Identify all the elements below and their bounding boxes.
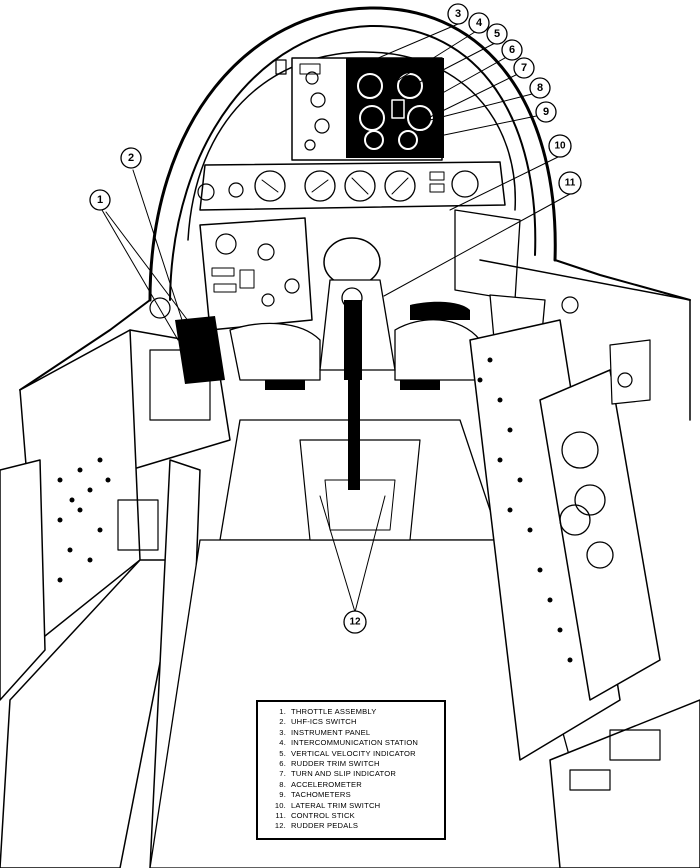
callout-2-label: 2: [128, 152, 134, 164]
legend-item-number: 5.: [279, 748, 286, 758]
gauge-strip: [197, 161, 506, 211]
callout-markers: [89, 3, 582, 634]
callout-4-label: 4: [476, 17, 483, 29]
legend-item: 5. VERTICAL VELOCITY INDICATOR: [266, 749, 438, 759]
legend-item-label: TURN AND SLIP INDICATOR: [291, 769, 397, 779]
callout-1: [89, 189, 111, 211]
legend-item: 1. THROTTLE ASSEMBLY: [266, 707, 438, 717]
callout-8: [529, 77, 551, 99]
legend-item-label: LATERAL TRIM SWITCH: [291, 800, 381, 810]
legend-item-number: 3.: [279, 727, 286, 737]
control-stick: [319, 237, 396, 490]
legend-item: 9. TACHOMETERS: [266, 790, 438, 800]
callout-10-label: 10: [554, 141, 566, 152]
legend-item-number: 12.: [274, 821, 286, 831]
callout-8-label: 8: [537, 82, 543, 94]
legend-item-label: INTERCOMMUNICATION STATION: [291, 738, 419, 748]
callout-4: [468, 12, 490, 34]
legend-item: 11. CONTROL STICK: [266, 811, 438, 821]
callout-5: [486, 23, 508, 45]
callout-7: [513, 57, 535, 79]
callout-5-label: 5: [494, 28, 500, 40]
legend-item-label: CONTROL STICK: [291, 811, 355, 821]
legend-item-label: VERTICAL VELOCITY INDICATOR: [291, 748, 416, 758]
callout-1-label: 1: [97, 194, 103, 206]
legend-item-number: 6.: [279, 759, 286, 769]
legend-item-number: 10.: [274, 800, 286, 810]
callout-6-label: 6: [509, 44, 515, 56]
legend-item-number: 9.: [279, 790, 286, 800]
callout-10: [548, 134, 572, 158]
canopy-frame: [19, 6, 691, 391]
callout-3: [447, 3, 469, 25]
callout-11: [558, 171, 582, 195]
legend-item-number: 2.: [279, 717, 286, 727]
legend-item-label: TACHOMETERS: [291, 790, 351, 800]
legend-item: 7. TURN AND SLIP INDICATOR: [266, 769, 438, 779]
callout-12: [343, 610, 367, 634]
callout-3-label: 3: [455, 8, 461, 20]
legend-item-label: ACCELEROMETER: [291, 779, 362, 789]
legend-item: 8. ACCELEROMETER: [266, 780, 438, 790]
callout-6: [501, 39, 523, 61]
legend-item: 6. RUDDER TRIM SWITCH: [266, 759, 438, 769]
callout-7-label: 7: [521, 62, 527, 74]
legend-item-number: 8.: [279, 779, 286, 789]
legend-item-label: INSTRUMENT PANEL: [291, 727, 371, 737]
legend-box: 1. THROTTLE ASSEMBLY 2. UHF-ICS SWITCH 3. I…: [256, 700, 446, 840]
legend-item: 10. LATERAL TRIM SWITCH: [266, 801, 438, 811]
callout-9: [535, 101, 557, 123]
legend-item: 2. UHF-ICS SWITCH: [266, 717, 438, 727]
legend-item-number: 11.: [275, 811, 286, 821]
legend-item: 3. INSTRUMENT PANEL: [266, 728, 438, 738]
callout-11-label: 11: [565, 178, 576, 189]
legend-item-label: RUDDER PEDALS: [291, 821, 359, 831]
legend-item: 12. RUDDER PEDALS: [266, 821, 438, 831]
legend-item-number: 7.: [279, 769, 286, 779]
legend-item-label: THROTTLE ASSEMBLY: [291, 707, 377, 716]
callout-2: [120, 147, 142, 169]
legend-item-label: RUDDER TRIM SWITCH: [291, 759, 380, 769]
callout-12-label: 12: [349, 617, 361, 628]
legend-item-number: 4.: [279, 738, 286, 748]
rivet-pattern: [57, 357, 573, 663]
instrument-panel: [275, 57, 444, 161]
callout-9-label: 9: [543, 106, 549, 118]
legend-item-number: 1.: [279, 707, 286, 716]
legend-item-label: UHF-ICS SWITCH: [291, 717, 357, 727]
callout-leader-lines: [101, 23, 571, 613]
legend-item: 4. INTERCOMMUNICATION STATION: [266, 738, 438, 748]
